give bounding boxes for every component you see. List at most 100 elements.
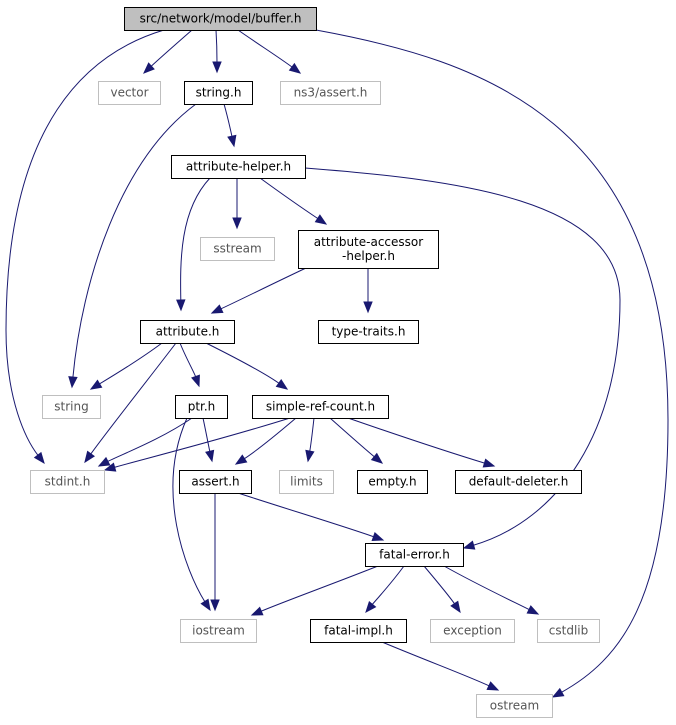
arrowhead [200, 598, 211, 612]
arrowhead [305, 449, 315, 463]
edges-layer [5, 29, 669, 698]
edge-attribute-to-simpleref [205, 342, 289, 390]
node-label: vector [110, 86, 148, 100]
node-iostream: iostream [180, 619, 257, 643]
arrowhead [212, 61, 222, 74]
edge-fatalerror-to-cstdlib [443, 565, 540, 615]
arrowhead [33, 451, 45, 465]
arrowhead [227, 134, 237, 148]
node-ptr[interactable]: ptr.h [175, 395, 228, 419]
node-label: src/network/model/buffer.h [140, 12, 302, 26]
node-label: string.h [196, 86, 242, 100]
node-assert[interactable]: assert.h [179, 470, 252, 494]
node-ostream: ostream [476, 694, 553, 718]
node-box [252, 395, 389, 419]
edge-attrhelper-to-fatalerror [304, 167, 621, 550]
node-label: exception [443, 624, 502, 638]
node-box [430, 619, 515, 643]
node-box [140, 320, 235, 344]
node-label: attribute-helper.h [186, 160, 291, 174]
node-typetraits[interactable]: type-traits.h [318, 320, 419, 344]
edge-buffer-to-ns3assert [237, 29, 302, 74]
node-box [98, 81, 161, 105]
node-attribute[interactable]: attribute.h [140, 320, 235, 344]
node-box [476, 694, 553, 718]
edge-line [205, 342, 280, 385]
node-string_h[interactable]: string.h [184, 81, 253, 105]
node-attrhelper[interactable]: attribute-helper.h [171, 155, 306, 179]
arrowhead [482, 458, 496, 468]
edge-line [215, 29, 218, 64]
node-box [357, 470, 428, 494]
node-box [42, 395, 101, 419]
edge-assert-to-iostream [210, 493, 220, 612]
nodes-layer: src/network/model/buffer.h vector string.h… [30, 7, 600, 718]
edge-attribute-to-string [89, 342, 163, 390]
arrowhead [210, 304, 224, 314]
edge-attribute-to-stdint [84, 342, 177, 464]
node-label: fatal-error.h [379, 548, 450, 562]
edge-line [219, 267, 307, 310]
edge-attrhelper-to-accessor [259, 177, 328, 225]
node-label: attribute.h [156, 325, 220, 339]
edge-line [381, 641, 491, 687]
edge-line [5, 29, 165, 457]
node-label: empty.h [368, 475, 416, 489]
node-label: default-deleter.h [469, 475, 569, 489]
node-box [30, 470, 105, 494]
arrowhead [103, 462, 117, 472]
edge-assert-to-fatalerror [237, 492, 385, 542]
edge-fatalerror-to-exception [423, 565, 461, 614]
node-deleter[interactable]: default-deleter.h [455, 470, 582, 494]
node-box [124, 7, 317, 31]
edge-line [172, 417, 206, 603]
edge-line [329, 417, 376, 458]
edge-line [423, 565, 456, 605]
edge-fatalerror-to-fatalimpl [365, 565, 405, 614]
edge-string_h-to-attrhelper [223, 103, 237, 148]
edge-buffer-to-ostream [315, 29, 669, 698]
arrowhead [234, 454, 248, 465]
node-box [537, 619, 600, 643]
arrowhead [486, 681, 500, 691]
node-box [279, 470, 334, 494]
edge-line [237, 492, 375, 538]
edge-line [260, 565, 379, 612]
node-limits: limits [279, 470, 334, 494]
node-buffer[interactable]: src/network/model/buffer.h [124, 7, 317, 31]
arrowhead [275, 379, 289, 390]
node-box [280, 81, 381, 105]
edge-line [304, 167, 621, 546]
node-fatalerror[interactable]: fatal-error.h [365, 543, 464, 567]
arrowhead [365, 600, 377, 614]
node-label: string [54, 400, 88, 414]
edge-accessor-to-typetraits [363, 268, 373, 314]
node-label: fatal-impl.h [324, 624, 393, 638]
edge-line [371, 565, 405, 606]
arrowhead [371, 532, 385, 542]
node-label: -helper.h [342, 249, 395, 263]
arrowhead [363, 301, 373, 314]
node-empty[interactable]: empty.h [357, 470, 428, 494]
edge-line [150, 29, 193, 68]
arrowhead [551, 687, 565, 698]
arrowhead [84, 450, 95, 464]
node-fatalimpl[interactable]: fatal-impl.h [310, 619, 407, 643]
node-box [310, 619, 407, 643]
edge-attrhelper-to-sstream [232, 178, 242, 230]
arrowhead [176, 299, 186, 312]
node-box [200, 237, 275, 261]
arrowhead [526, 605, 540, 615]
arrowhead [370, 452, 384, 464]
node-box [455, 470, 582, 494]
node-sstream: sstream [200, 237, 275, 261]
node-accessor[interactable]: attribute-accessor-helper.h [298, 230, 439, 269]
edge-line [113, 417, 291, 469]
edge-line [89, 342, 177, 455]
edge-line [223, 103, 233, 138]
arrowhead [68, 376, 78, 389]
node-label: cstdlib [549, 624, 588, 638]
node-label: attribute-accessor [314, 235, 423, 249]
node-simpleref[interactable]: simple-ref-count.h [252, 395, 389, 419]
node-box [171, 155, 306, 179]
